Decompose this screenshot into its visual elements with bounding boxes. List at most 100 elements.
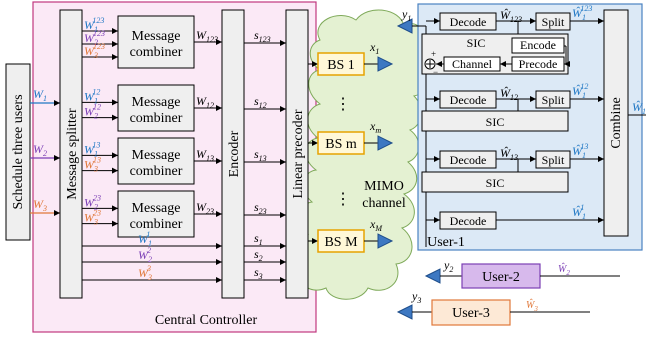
- user-3-antenna-icon: [396, 304, 413, 320]
- user-1-split-12-label: Split: [542, 93, 565, 107]
- encoder-label: Encoder: [227, 130, 242, 177]
- combiner-input-label: W323: [84, 209, 101, 227]
- combiner-input-label: W212: [84, 103, 101, 121]
- user-2-rx-label: y2: [443, 258, 453, 274]
- user-3-receiver: y3 User-3 Ŵ3: [396, 289, 590, 326]
- message-combiner-label-line2: combiner: [130, 45, 183, 60]
- user-1-combine-block: [603, 9, 629, 237]
- user-1-split-w1-12: Ŵ112: [572, 82, 588, 100]
- user-1-split-w1-123: Ŵ1123: [572, 4, 592, 22]
- mimo-channel-label-line2: channel: [362, 196, 406, 211]
- message-combiner-label-line1: Message: [132, 201, 181, 216]
- message-combiner-box: [117, 190, 195, 238]
- input-w1-label: W1: [33, 87, 47, 103]
- user-1-final-output: Ŵ1: [632, 100, 646, 116]
- user-2-block: [461, 263, 541, 289]
- message-combiner-label-line2: combiner: [130, 217, 183, 232]
- message-splitter-label: Message splitter: [65, 108, 80, 200]
- base-station-label: BS M: [324, 235, 358, 250]
- user-1-decode-123-label: Decode: [450, 15, 487, 29]
- user-1-decoded-w123: Ŵ123: [500, 8, 522, 24]
- user-1-precode-label: Precode: [519, 57, 558, 71]
- user-3-output: Ŵ3: [526, 298, 538, 313]
- user-1-channel-label: Channel: [452, 57, 493, 71]
- message-combiner-box: [117, 137, 195, 185]
- input-w3-label: W3: [33, 197, 47, 213]
- user-1-adder-plus: +: [431, 49, 436, 59]
- message-combiner-box: [117, 15, 195, 69]
- combiner-output-label: W123: [196, 28, 218, 44]
- encoded-stream-label: s123: [254, 28, 271, 44]
- base-station-tx-label: xm: [369, 119, 381, 135]
- user-2-receiver: y2 User-2 Ŵ2: [424, 258, 620, 289]
- user-3-block: [431, 299, 511, 326]
- combiner-output-label: W23: [196, 200, 214, 216]
- message-combiner-label-line1: Message: [132, 29, 181, 44]
- combiner-input-label: W113: [84, 140, 100, 158]
- user-3-label: User-3: [452, 306, 490, 321]
- combiner-input-label: W1123: [84, 16, 104, 34]
- base-station-tx-label: x1: [369, 40, 379, 56]
- user-message-inputs: W1 W2 W3: [30, 87, 60, 216]
- private-stream-label: W33: [138, 264, 152, 282]
- base-station-tx-label: xM: [369, 217, 383, 233]
- user-1-private-w1: Ŵ11: [572, 203, 586, 221]
- user-1-sic-2: [421, 110, 569, 132]
- user-1-receiver: y1 Decode Split Ŵ123 Ŵ1123 SIC Encode Pr…: [396, 4, 646, 250]
- user-1-decode-private-label: Decode: [450, 214, 487, 228]
- antenna-icon: [377, 233, 394, 249]
- user-1-sic-3: [421, 171, 569, 193]
- base-stations: BS 1x1 BS mxm BS M xM: [308, 40, 394, 253]
- encoded-stream-label: s1: [254, 231, 263, 247]
- encoded-stream-label: s12: [254, 94, 267, 110]
- combiner-output-label: W13: [196, 147, 214, 163]
- encoded-stream-label: s13: [254, 147, 267, 163]
- encoded-stream-label: s2: [254, 247, 263, 263]
- user-1-rx-label: y1: [401, 7, 411, 23]
- user-1-sic-1-label: SIC: [467, 36, 486, 50]
- message-combiner-label-line2: combiner: [130, 164, 183, 179]
- linear-precoder-label: Linear precoder: [291, 109, 306, 198]
- user-2-label: User-2: [482, 270, 520, 285]
- message-splitter-block: [59, 9, 83, 299]
- user-1-decode-13-label: Decode: [450, 153, 487, 167]
- user-1-split-w1-13: Ŵ113: [572, 142, 588, 160]
- antenna-icon: [377, 56, 394, 72]
- user-1-sic-2-label: SIC: [486, 115, 505, 129]
- bs-dots-upper: ⋮: [335, 96, 351, 113]
- user-1-combine-label: Combine: [609, 97, 624, 148]
- linear-precoder-block: [285, 9, 309, 299]
- encoded-stream-label: s3: [254, 265, 263, 281]
- user-1-encode-label: Encode: [520, 38, 556, 52]
- encoded-stream-label: s23: [254, 200, 267, 216]
- message-combiner-label-line1: Message: [132, 95, 181, 110]
- user-1-split-13-label: Split: [542, 153, 565, 167]
- user-2-antenna-icon: [424, 268, 441, 284]
- user-1-adder-minus: −: [433, 67, 438, 77]
- user-3-rx-label: y3: [411, 289, 421, 305]
- combiner-input-label: W313: [84, 156, 101, 174]
- base-station-2: BS mxm: [308, 119, 394, 155]
- user-2-output: Ŵ2: [558, 262, 570, 277]
- encoder-block: [221, 9, 245, 299]
- scheduler-block: [5, 63, 31, 241]
- combiner-output-label: W12: [196, 94, 214, 110]
- user-1-decode-12-label: Decode: [450, 93, 487, 107]
- private-stream-label: W11: [138, 230, 152, 248]
- input-w2-label: W2: [33, 142, 47, 158]
- antenna-icon: [377, 135, 394, 151]
- combiner-input-label: W3123: [84, 42, 105, 60]
- message-combiners: MessagecombinerW1123W2123W3123W123Messag…: [82, 15, 222, 238]
- base-station-1: BS 1x1: [308, 40, 394, 76]
- user-1-label: User-1: [427, 235, 465, 250]
- central-controller-label: Central Controller: [155, 313, 258, 328]
- combiner-input-label: W2123: [84, 29, 105, 47]
- message-combiner-box: [117, 84, 195, 132]
